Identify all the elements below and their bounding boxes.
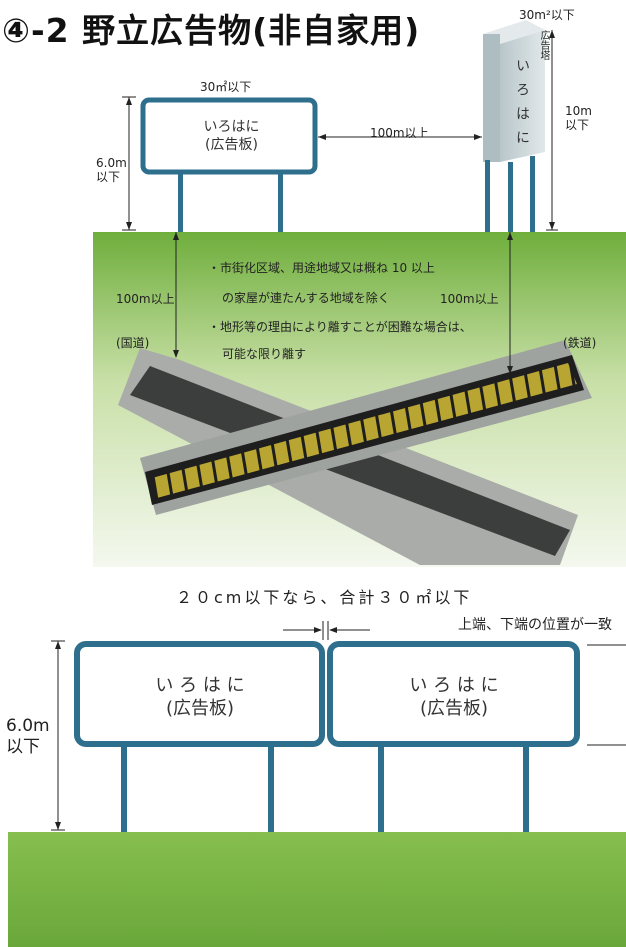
railway-sleeper	[166, 471, 174, 497]
railway-sleeper	[285, 438, 293, 464]
bottom-caption: ２０cm以下なら、合計３０㎡以下	[176, 588, 473, 607]
bottom-height-value: 6.0m	[6, 716, 50, 736]
board-area-label: 30㎡以下	[200, 80, 252, 94]
tower-height-value: 10m	[565, 104, 592, 118]
road-distance-label: 100m以上	[116, 292, 175, 306]
arrow-heads-top	[126, 30, 555, 374]
left-board-line1: い ろ は に	[155, 675, 245, 696]
left-board-text: い ろ は に (広告板)	[80, 674, 320, 721]
railway-sleeper	[553, 364, 561, 390]
railway-sleeper	[449, 393, 457, 419]
billboard-pair	[74, 641, 580, 832]
railway-sleepers	[151, 360, 576, 501]
arrow-heads-bottom	[55, 627, 337, 830]
left-board-line2: (広告板)	[165, 698, 235, 720]
page-title: ④-2 野立広告物(非自家用)	[2, 11, 421, 50]
railway-sleeper	[374, 414, 382, 439]
railway-sleeper	[345, 422, 353, 447]
board-height-label: 6.0m 以下	[96, 156, 127, 185]
railway-sleeper	[255, 447, 263, 472]
railway-sleeper	[508, 377, 516, 402]
note-line-4: 可能な限り離す	[222, 347, 307, 361]
railway-sleeper	[196, 463, 204, 488]
tower-type-label: 広告塔	[538, 30, 549, 60]
board-tower-distance: 100m以上	[370, 126, 429, 140]
note-line-1: ・市街化区域、用途地域又は概ね 10 以上	[208, 261, 435, 275]
railway-sleeper	[479, 385, 487, 410]
railway	[140, 340, 592, 515]
railway-sleeper	[404, 405, 412, 431]
rail-label: (鉄道)	[563, 336, 597, 350]
railway-sleeper	[538, 368, 546, 394]
railway-sleeper	[151, 475, 159, 501]
right-board-line2: (広告板)	[419, 698, 489, 720]
dimension-lines-top	[122, 30, 558, 372]
board-text: いろはに (広告板)	[143, 118, 320, 154]
height-unit: 以下	[96, 170, 121, 185]
railway-sleeper	[419, 401, 427, 427]
note-line-3: ・地形等の理由により離すことが困難な場合は、	[208, 320, 472, 334]
right-board-text: い ろ は に (広告板)	[333, 674, 575, 721]
right-board-line1: い ろ は に	[409, 675, 499, 696]
height-value: 6.0m	[96, 156, 127, 170]
tower-text: いろはに	[514, 58, 530, 154]
bottom-height-unit: 以下	[6, 737, 40, 758]
railway-sleeper	[181, 467, 189, 493]
railway-sleeper	[270, 442, 278, 468]
railway-sleeper	[568, 360, 576, 386]
bottom-height-label: 6.0m 以下	[6, 716, 50, 759]
railway-sleeper	[315, 430, 323, 456]
railway-sleeper	[464, 389, 472, 414]
board-text-line2: (広告板)	[205, 137, 258, 154]
ad-tower	[483, 20, 545, 232]
note-line-2: の家屋が連たんする地域を除く	[222, 291, 390, 305]
rail-distance-label: 100m以上	[440, 292, 499, 306]
tower-area-label: 30m²以下	[519, 8, 575, 22]
railway-sleeper	[389, 410, 397, 435]
railway-sleeper	[360, 418, 367, 443]
road-label: (国道)	[116, 336, 150, 350]
tower-height-unit: 以下	[565, 118, 590, 133]
billboard-top	[140, 97, 318, 232]
tower-height-label: 10m 以下	[565, 104, 592, 133]
railway-sleeper	[240, 451, 248, 476]
railway-sleeper	[434, 397, 442, 423]
alignment-note: 上端、下端の位置が一致	[458, 617, 612, 633]
railway-sleeper	[300, 434, 308, 460]
railway-sleeper	[330, 426, 338, 451]
railway-sleeper	[523, 373, 531, 398]
ground-bottom	[8, 832, 626, 947]
board-text-line1: いろはに	[203, 119, 260, 135]
railway-sleeper	[211, 459, 219, 484]
railway-sleeper	[225, 455, 233, 480]
railway-sleeper	[494, 381, 502, 406]
